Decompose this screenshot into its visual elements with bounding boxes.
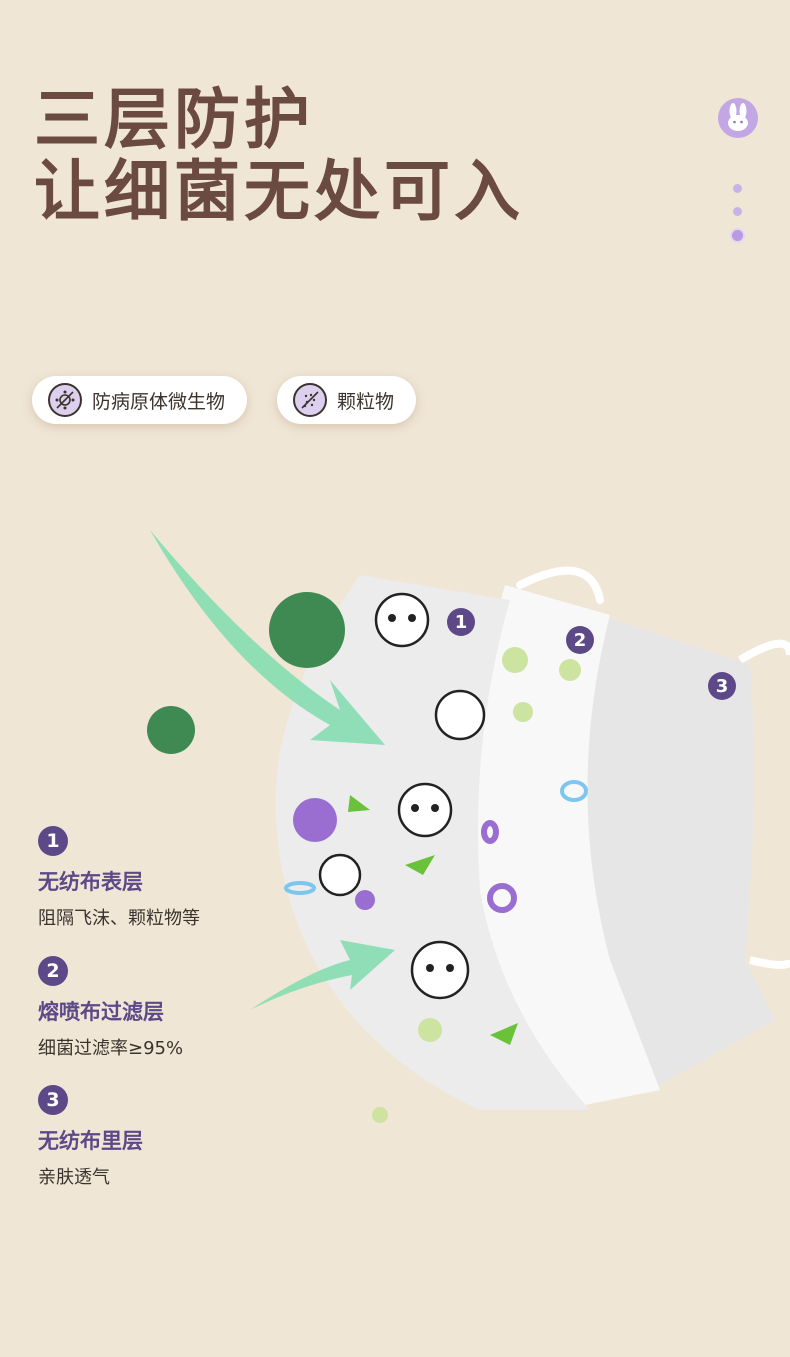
virus-green <box>147 592 345 754</box>
mask-layers-illustration <box>147 530 790 1123</box>
panda-print <box>318 592 486 1000</box>
legend-title: 熔喷布过滤层 <box>38 1000 164 1024</box>
legend-desc: 阻隔飞沫、颗粒物等 <box>38 908 200 929</box>
headline-line-2: 让细菌无处可入 <box>34 153 524 230</box>
layer-marker-1: 1 <box>447 608 475 636</box>
tag-label: 防病原体微生物 <box>92 390 226 413</box>
virus-purple <box>293 798 375 910</box>
carousel-dot-active <box>732 230 743 241</box>
legend-item-filter-layer: 2 熔喷布过滤层 细菌过滤率≥95% <box>38 956 183 1060</box>
legend-number: 2 <box>38 956 68 986</box>
airflow-arrow <box>150 530 385 745</box>
layer-marker-2: 2 <box>566 626 594 654</box>
airflow-arrow <box>250 940 395 1010</box>
legend-desc: 细菌过滤率≥95% <box>38 1038 184 1059</box>
rabbit-icon <box>718 98 758 138</box>
legend-title: 无纺布表层 <box>38 870 143 894</box>
carousel-dot <box>733 207 742 216</box>
layer-marker-3: 3 <box>708 672 736 700</box>
legend-number: 1 <box>38 826 68 856</box>
tag-pathogen: 防病原体微生物 <box>32 376 248 424</box>
tag-label: 颗粒物 <box>337 390 395 413</box>
headline-line-1: 三层防护 <box>34 81 314 158</box>
legend-number: 3 <box>38 1085 68 1115</box>
legend-title: 无纺布里层 <box>38 1129 143 1153</box>
ear-loop <box>516 566 604 604</box>
tag-particles: 颗粒物 <box>277 376 417 424</box>
legend-desc: 亲肤透气 <box>38 1167 110 1188</box>
carousel-dot <box>733 184 742 193</box>
legend-item-inner-layer: 3 无纺布里层 亲肤透气 <box>38 1085 143 1189</box>
headline: 三层防护 让细菌无处可入 <box>34 84 524 228</box>
carousel-dots <box>732 184 743 255</box>
legend-item-outer-layer: 1 无纺布表层 阻隔飞沫、颗粒物等 <box>38 826 200 930</box>
pathogen-block-icon <box>48 383 82 417</box>
particle-block-icon <box>293 383 327 417</box>
